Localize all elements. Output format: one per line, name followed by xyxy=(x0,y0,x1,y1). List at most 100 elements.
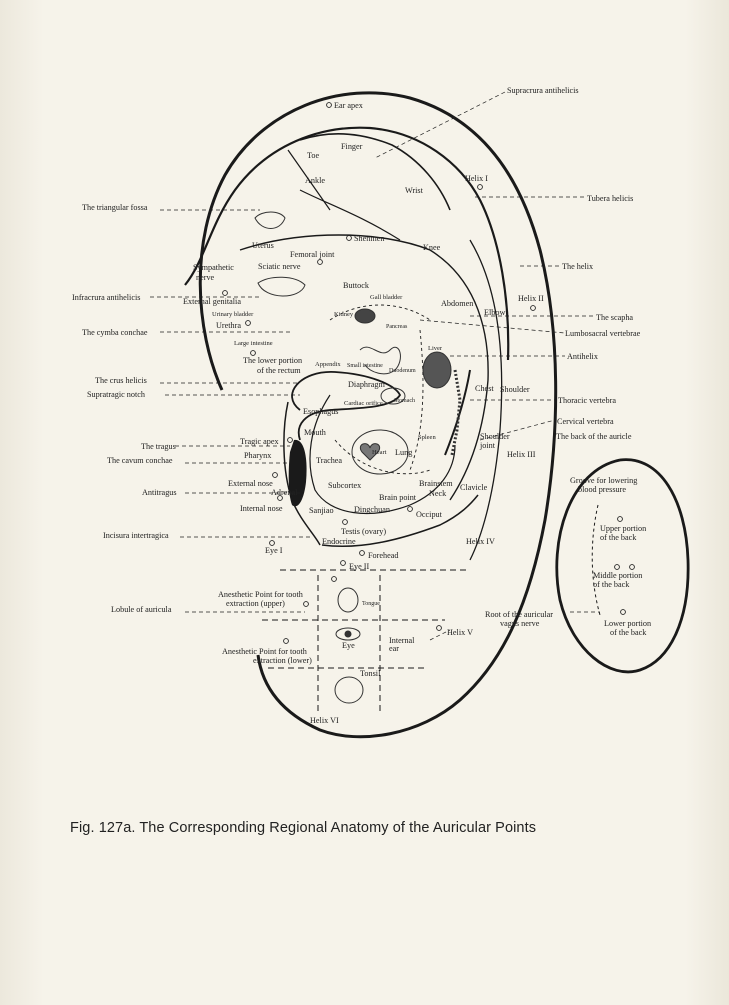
label-duodenum: Duodenum xyxy=(389,368,416,374)
label-lobule: Lobule of auricula xyxy=(111,605,172,614)
ear-outline xyxy=(184,91,558,739)
label-anesthetic-upper-1: Anesthetic Point for tooth xyxy=(218,590,303,599)
label-lower-rectum-1: The lower portion xyxy=(243,356,302,365)
tongue-icon xyxy=(337,587,359,613)
intertragic-shading xyxy=(288,439,307,507)
label-groove-1: Groove for lowering xyxy=(570,476,637,485)
kidney-icon xyxy=(354,308,376,324)
label-trachea: Trachea xyxy=(316,456,342,465)
label-shoulder-joint-2: joint xyxy=(479,441,496,450)
organ-drawings xyxy=(254,211,462,704)
label-the-helix: The helix xyxy=(562,262,593,271)
label-eye: Eye xyxy=(342,641,355,650)
label-lung: Lung xyxy=(395,448,412,457)
label-tragic-apex: Tragic apex xyxy=(240,437,279,446)
label-sciatic-nerve: Sciatic nerve xyxy=(258,262,301,271)
label-eye-1: Eye I xyxy=(265,546,283,555)
back-auricle-outline xyxy=(555,458,690,674)
label-subcortex: Subcortex xyxy=(328,481,361,490)
label-lower-rectum-2: of the rectum xyxy=(257,366,301,375)
label-tongue: Tongue xyxy=(362,601,380,607)
label-tonsil: Tonsil xyxy=(360,669,381,678)
label-root-vagus-2: vagus nerve xyxy=(500,619,540,628)
label-cardiac-orifice: Cardiac orifice xyxy=(344,400,383,407)
label-wrist: Wrist xyxy=(405,186,424,195)
label-middle-back-1: Middle portion xyxy=(593,571,642,580)
label-helix-4: Helix IV xyxy=(466,537,495,546)
label-tragus: The tragus xyxy=(141,442,176,451)
label-thoracic-vertebra: Thoracic vertebra xyxy=(558,396,616,405)
label-triangular-fossa: The triangular fossa xyxy=(82,203,148,212)
label-occiput: Occiput xyxy=(416,510,443,519)
label-helix-2: Helix II xyxy=(518,294,544,303)
label-anesthetic-upper-2: extraction (upper) xyxy=(226,599,285,608)
label-lower-back-1: Lower portion xyxy=(604,619,651,628)
label-the-scapha: The scapha xyxy=(596,313,633,322)
label-ankle: Ankle xyxy=(305,176,325,185)
label-helix-6: Helix VI xyxy=(310,716,339,725)
figure-caption: Fig. 127a. The Corresponding Regional An… xyxy=(70,820,537,836)
label-brainstem: Brainstem xyxy=(419,479,453,488)
label-crus-helicis: The crus helicis xyxy=(95,376,147,385)
label-small-intestine: Small intestine xyxy=(347,363,383,369)
lung-icon xyxy=(351,429,409,475)
label-antihelix: Antihelix xyxy=(567,352,598,361)
label-sympathetic-1: Sympathetic xyxy=(193,263,234,272)
labels: Ear apex Supracrura antihelicis Finger T… xyxy=(72,86,651,725)
label-antitragus: Antitragus xyxy=(142,488,177,497)
label-helix-3: Helix III xyxy=(507,450,536,459)
label-root-vagus-1: Root of the auricular xyxy=(485,610,553,619)
label-stomach: Stomach xyxy=(394,398,415,404)
label-external-nose: External nose xyxy=(228,479,273,488)
label-shoulder-joint-1: Shoulder xyxy=(480,432,510,441)
spine-icon xyxy=(450,369,462,456)
label-brain-point: Brain point xyxy=(379,493,417,502)
label-uterus: Uterus xyxy=(252,241,274,250)
label-helix-5: Helix V xyxy=(447,628,473,637)
label-lower-back-2: of the back xyxy=(610,628,647,637)
label-diaphragm: Diaphragm xyxy=(348,380,385,389)
label-helix-1: Helix I xyxy=(465,174,488,183)
label-liver: Liver xyxy=(428,345,443,352)
label-endocrine: Endocrine xyxy=(322,537,356,546)
label-supratragic-notch: Supratragic notch xyxy=(87,390,145,399)
label-pharynx: Pharynx xyxy=(244,451,271,460)
label-gall-bladder: Gall bladder xyxy=(370,294,403,301)
label-mouth: Mouth xyxy=(304,428,326,437)
label-esophagus: Esophagus xyxy=(303,407,338,416)
label-neck: Neck xyxy=(429,489,447,498)
tonsil-icon xyxy=(334,676,364,704)
label-appendix: Appendix xyxy=(315,361,341,368)
label-cavum-conchae: The cavum conchae xyxy=(107,456,173,465)
label-forehead: Forehead xyxy=(368,551,398,560)
label-elbow: Elbow xyxy=(484,308,505,317)
label-middle-back-2: of the back xyxy=(593,580,630,589)
label-spleen: Spleen xyxy=(418,434,436,441)
label-chest: Chest xyxy=(475,384,494,393)
label-back-of-auricle: The back of the auricle xyxy=(556,432,632,441)
label-testis: Testis (ovary) xyxy=(341,527,386,536)
label-upper-back-2: of the back xyxy=(600,533,637,542)
label-infracrura: Infracrura antihelicis xyxy=(72,293,140,302)
label-anesthetic-lower-2: extraction (lower) xyxy=(253,656,312,665)
label-clavicle: Clavicle xyxy=(460,483,488,492)
leader-lines xyxy=(150,91,600,641)
label-adrenal: Adrenal xyxy=(271,488,298,497)
label-internal-ear-1: Internal xyxy=(389,636,415,645)
label-abdomen: Abdomen xyxy=(441,299,473,308)
label-lumbosacral: Lumbosacral vertebrae xyxy=(565,329,641,338)
label-heart: Heart xyxy=(372,449,387,456)
label-anesthetic-lower-1: Anesthetic Point for tooth xyxy=(222,647,307,656)
label-large-intestine: Large intestine xyxy=(234,340,273,347)
liver-icon xyxy=(422,351,452,389)
pelvis-icon xyxy=(257,276,306,297)
label-buttock: Buttock xyxy=(343,281,370,290)
label-sympathetic-2: nerve xyxy=(196,273,215,282)
label-tubera-helicis: Tubera helicis xyxy=(587,194,633,203)
eye-icon xyxy=(335,627,361,641)
label-femoral-joint: Femoral joint xyxy=(290,250,335,259)
label-supracrura: Supracrura antihelicis xyxy=(507,86,579,95)
label-kidney: Kidney xyxy=(334,311,354,318)
